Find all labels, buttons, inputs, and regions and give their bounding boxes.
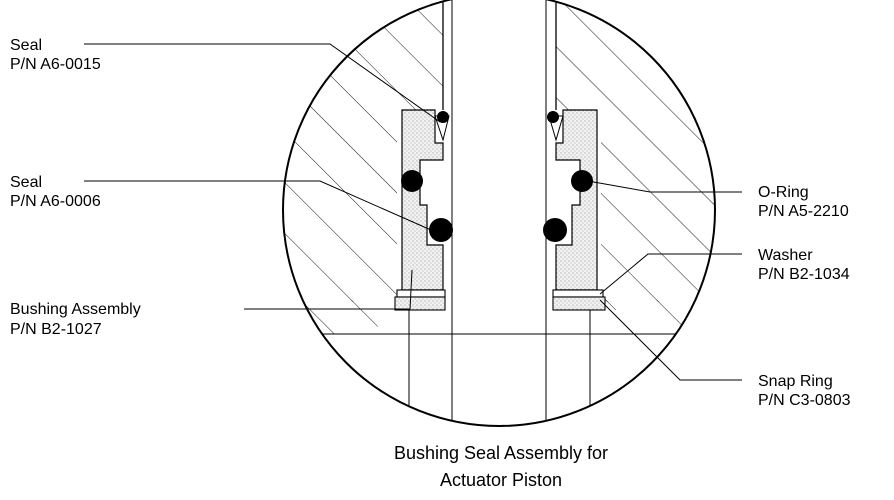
svg-text:Seal: Seal	[10, 37, 42, 54]
detail-view	[283, 0, 715, 426]
seal-ring-left	[429, 218, 453, 242]
svg-text:Washer: Washer	[758, 247, 813, 264]
detail-circle	[282, 0, 716, 427]
o-ring-right	[571, 170, 593, 192]
leader-seal-mid	[84, 180, 432, 231]
svg-text:P/N A5-2210: P/N A5-2210	[758, 203, 849, 220]
leader-bushing	[244, 269, 413, 310]
caption: Bushing Seal Assembly for Actuator Pisto…	[394, 443, 608, 490]
bushing-right	[555, 109, 598, 291]
label-o-ring: O-Ring P/N A5-2210	[758, 184, 849, 220]
washer-left	[396, 289, 446, 298]
housing-lower-right	[603, 300, 715, 334]
leader-lines	[84, 43, 742, 381]
svg-text:P/N C3-0803: P/N C3-0803	[758, 392, 851, 409]
leader-seal-top	[84, 43, 441, 123]
label-washer: Washer P/N B2-1034	[758, 247, 850, 283]
label-seal-mid: Seal P/N A6-0006	[10, 174, 101, 210]
label-bushing-assembly: Bushing Assembly P/N B2-1027	[10, 301, 141, 338]
seal-ball-top-left	[437, 111, 449, 123]
label-snap-ring: Snap Ring P/N C3-0803	[758, 373, 851, 409]
leader-o-ring	[587, 180, 742, 193]
housing-lower-left	[283, 300, 395, 334]
o-ring-left	[401, 170, 423, 192]
snap-ring-right	[552, 296, 606, 311]
seal-ring-right	[543, 218, 567, 242]
leader-washer	[599, 253, 742, 295]
caption-line-1: Bushing Seal Assembly for	[394, 443, 608, 463]
svg-text:Seal: Seal	[10, 174, 42, 191]
label-seal-top: Seal P/N A6-0015	[10, 37, 101, 73]
svg-text:Bushing Assembly: Bushing Assembly	[10, 301, 141, 318]
snap-ring-left	[394, 296, 446, 311]
svg-text:O-Ring: O-Ring	[758, 184, 809, 201]
svg-text:P/N B2-1034: P/N B2-1034	[758, 266, 850, 283]
svg-text:P/N A6-0015: P/N A6-0015	[10, 56, 101, 73]
seal-ball-top-right	[547, 111, 559, 123]
caption-line-2: Actuator Piston	[440, 470, 562, 490]
washer-right	[552, 289, 604, 298]
svg-text:P/N B2-1027: P/N B2-1027	[10, 321, 102, 338]
leader-snap-ring	[599, 299, 742, 381]
svg-text:P/N A6-0006: P/N A6-0006	[10, 193, 101, 210]
svg-text:Snap Ring: Snap Ring	[758, 373, 833, 390]
bushing-left	[401, 109, 444, 291]
